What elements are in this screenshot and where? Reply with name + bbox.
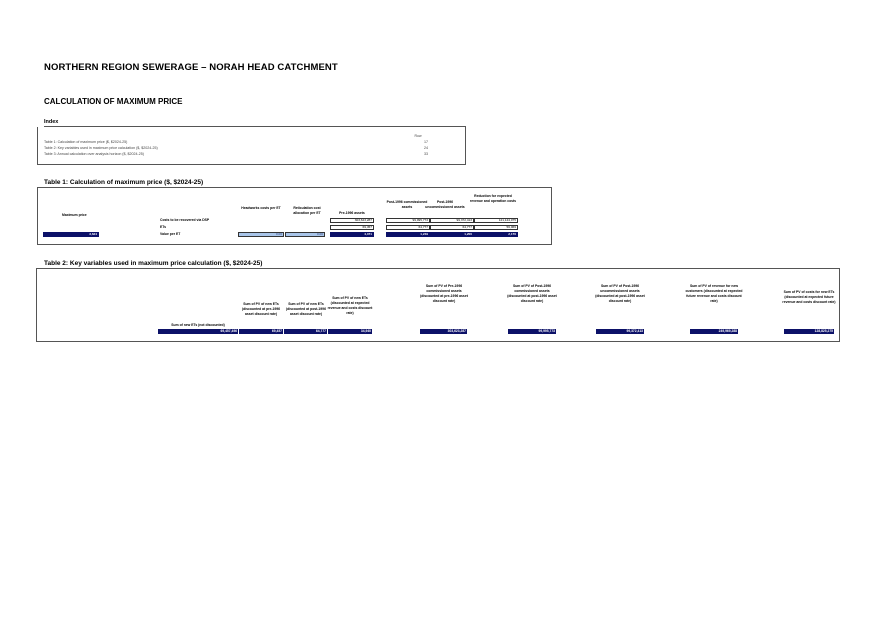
t1-cell-value-reduction: 2,176 [474, 232, 518, 237]
page-subtitle: CALCULATION OF MAXIMUM PRICE [44, 97, 183, 106]
t2-header-pv-pre1996: Sum of PV of new ETs (discounted at pre-… [241, 302, 281, 317]
t2-header-pv-post1996: Sum of PV of new ETs (discounted at post… [286, 302, 326, 317]
t2-value-pv-revenue-costs: 34,940 [328, 329, 372, 334]
t2-header-pv-pre1996-assets: Sum of PV of Pre-1996 commissioned asset… [420, 284, 468, 304]
t2-header-new-ets: Sum of new ETs (not discounted) [171, 323, 225, 327]
t1-cell-costs-reduction: 121,144,075 [474, 218, 518, 223]
t1-cell-value-post-uncomm: 1,200 [430, 232, 474, 237]
table1-header-post1996-commissioned: Post-1996 commissioned assets [386, 200, 428, 210]
index-label: Index [44, 119, 59, 125]
t1-cell-value-headworks: 0.00 [238, 232, 284, 237]
t2-value-pv-pre1996-assets: 303,623,287 [420, 329, 467, 334]
t2-header-pv-revenue: Sum of PV of revenue for new customers (… [685, 284, 743, 304]
index-item[interactable]: Table 2: Key variables used in maximum p… [44, 146, 474, 151]
t2-header-pv-revenue-costs: Sum of PV of new ETs (discounted at expe… [327, 296, 373, 316]
t2-value-new-ets: 69,457,496 [158, 329, 238, 334]
index-page-header: Row [414, 134, 422, 138]
t1-cell-costs-pre1996: 303,623,287 [330, 218, 374, 223]
row-label-costs: Costs to be recovered via DSP [160, 218, 210, 222]
table2-box [36, 268, 840, 342]
t2-value-pv-post1996-uncomm: 99,372,413 [596, 329, 644, 334]
t1-cell-costs-post-uncomm: 99,372,413 [430, 218, 474, 223]
t1-cell-ets-reduction: 56,069 [474, 225, 518, 230]
t1-cell-ets-post-uncomm: 64,777 [430, 225, 474, 230]
index-item-text: Table 1: Calculation of maximum price ($… [44, 140, 128, 144]
index-item-text: Table 3: Annual calculation over analysi… [44, 152, 144, 156]
t1-cell-value-post-comm: 1,249 [386, 232, 430, 237]
table1-header-reticulation: Reticulation cost allocation per ET [293, 206, 321, 216]
index-box [37, 127, 466, 165]
row-label-ets: ETs [160, 225, 166, 229]
t2-header-pv-post1996-uncomm: Sum of PV of Post-1996 uncommissioned as… [595, 284, 645, 304]
table1-box [37, 187, 552, 245]
table1-header-post1996-uncommissioned: Post-1996 uncommissioned assets [425, 200, 465, 210]
t2-value-pv-post1996: 64,777 [284, 329, 327, 334]
t2-value-pv-post1996-comm: 99,995,773 [508, 329, 556, 334]
table1-header-reduction: Reduction for expected revenue and opera… [469, 194, 517, 204]
index-item-page: 33 [424, 152, 428, 156]
t2-value-pv-pre1996: 69,457 [239, 329, 283, 334]
t2-header-pv-post1996-comm: Sum of PV of Post-1996 commissioned asse… [507, 284, 557, 304]
t1-cell-costs-post-comm: 99,995,773 [386, 218, 430, 223]
table1-header-pre1996: Pre-1996 assets [339, 211, 365, 215]
index-item-text: Table 2: Key variables used in maximum p… [44, 146, 158, 150]
table1-header-headworks: Headworks costs per ET [241, 206, 281, 210]
index-item-page: 17 [424, 140, 428, 144]
t1-cell-value-pre1996: 4,371 [330, 232, 374, 237]
t1-cell-value-reticulation: 0.00 [285, 232, 325, 237]
page-title: NORTHERN REGION SEWERAGE – NORAH HEAD CA… [44, 62, 338, 73]
t1-cell-ets-post-comm: 64,777 [386, 225, 430, 230]
table2-title: Table 2: Key variables used in maximum p… [44, 260, 263, 267]
t1-cell-ets-pre1996: 69,457 [330, 225, 374, 230]
index-item[interactable]: Table 1: Calculation of maximum price ($… [44, 140, 474, 145]
table1-title: Table 1: Calculation of maximum price ($… [44, 179, 204, 186]
index-item-page: 24 [424, 146, 428, 150]
index-item[interactable]: Table 3: Annual calculation over analysi… [44, 152, 474, 157]
max-price-value: 3,624 [43, 232, 99, 237]
row-label-value-per-et: Value per ET [160, 232, 181, 236]
t2-value-pv-costs: 128,825,275 [784, 329, 834, 334]
t2-header-pv-costs: Sum of PV of costs for new ETs (discount… [782, 290, 836, 305]
max-price-label: Maximum price [62, 213, 87, 217]
index-divider [44, 126, 466, 127]
t2-value-pv-revenue: 249,969,288 [690, 329, 738, 334]
